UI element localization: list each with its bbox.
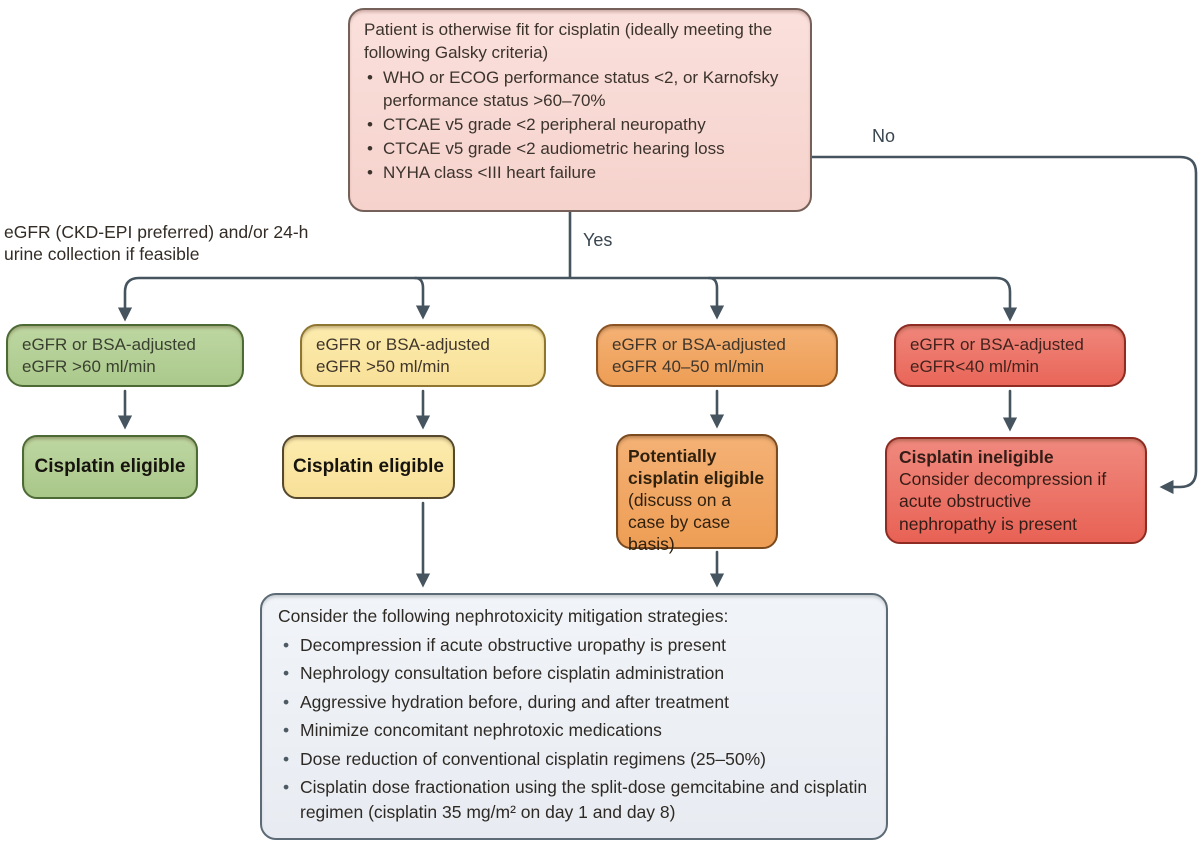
mitigation-item: Nephrology consultation before cisplatin…: [278, 661, 870, 686]
yes-branch-label: Yes: [583, 230, 613, 250]
outcome-cisplatin-ineligible-title: Cisplatin ineligible: [899, 447, 1054, 467]
egfr-gt60-line2: eGFR >60 ml/min: [22, 357, 156, 377]
branch-drop-col2: [413, 276, 431, 320]
galsky-criteria-list: WHO or ECOG performance status <2, or Ka…: [364, 67, 796, 185]
galsky-criteria-intro: Patient is otherwise fit for cisplatin (…: [364, 20, 773, 62]
egfr-gt60-line1: eGFR or BSA-adjusted: [22, 335, 196, 354]
outcome-potentially-eligible: Potentially cisplatin eligible (discuss …: [616, 434, 778, 554]
outcome-cisplatin-eligible-green: Cisplatin eligible: [22, 435, 198, 499]
galsky-criterion: CTCAE v5 grade <2 peripheral neuropathy: [364, 114, 796, 137]
galsky-criteria-box: Patient is otherwise fit for cisplatin (…: [348, 8, 812, 212]
outcome-cisplatin-ineligible: Cisplatin ineligible Consider decompress…: [885, 437, 1147, 544]
egfr-measurement-note: eGFR (CKD-EPI preferred) and/or 24-h uri…: [4, 222, 309, 265]
mitigation-list: Decompression if acute obstructive uropa…: [278, 633, 870, 825]
mitigation-item: Minimize concomitant nephrotoxic medicat…: [278, 718, 870, 743]
egfr-40-50-line2: eGFR 40–50 ml/min: [612, 357, 765, 377]
mitigation-item: Cisplatin dose fractionation using the s…: [278, 775, 870, 824]
outcome-potentially-eligible-title: Potentially cisplatin eligible: [628, 446, 765, 489]
no-connector: [810, 155, 1198, 495]
galsky-criterion: NYHA class <III heart failure: [364, 162, 796, 185]
egfr-lt40-line2: eGFR<40 ml/min: [910, 357, 1039, 377]
branch-drop-col3: [707, 276, 725, 320]
mitigation-item: Aggressive hydration before, during and …: [278, 690, 870, 715]
egfr-gt60-box: eGFR or BSA-adjusted eGFR >60 ml/min: [6, 324, 244, 387]
mitigation-title: Consider the following nephrotoxicity mi…: [278, 606, 729, 626]
mitigation-strategies-box: Consider the following nephrotoxicity mi…: [260, 593, 888, 840]
branch-rail-connector: [117, 276, 1018, 322]
egfr-gt50-box: eGFR or BSA-adjusted eGFR >50 ml/min: [300, 324, 546, 387]
egfr-lt40-box: eGFR or BSA-adjusted eGFR<40 ml/min: [894, 324, 1126, 387]
outcome-cisplatin-eligible-yellow: Cisplatin eligible: [282, 435, 455, 499]
egfr-gt50-line2: eGFR >50 ml/min: [316, 357, 450, 377]
galsky-criterion: WHO or ECOG performance status <2, or Ka…: [364, 67, 796, 113]
egfr-gt50-line1: eGFR or BSA-adjusted: [316, 335, 490, 354]
no-branch-label: No: [872, 126, 896, 146]
egfr-40-50-box: eGFR or BSA-adjusted eGFR 40–50 ml/min: [596, 324, 838, 387]
egfr-40-50-line1: eGFR or BSA-adjusted: [612, 335, 786, 354]
outcome-cisplatin-ineligible-note: Consider decompression if acute obstruct…: [899, 469, 1107, 534]
mitigation-item: Decompression if acute obstructive uropa…: [278, 633, 870, 658]
outcome-potentially-eligible-note: (discuss on a case by case basis): [628, 490, 732, 555]
galsky-criterion: CTCAE v5 grade <2 audiometric hearing lo…: [364, 138, 796, 161]
egfr-lt40-line1: eGFR or BSA-adjusted: [910, 335, 1084, 354]
mitigation-item: Dose reduction of conventional cisplatin…: [278, 747, 870, 772]
